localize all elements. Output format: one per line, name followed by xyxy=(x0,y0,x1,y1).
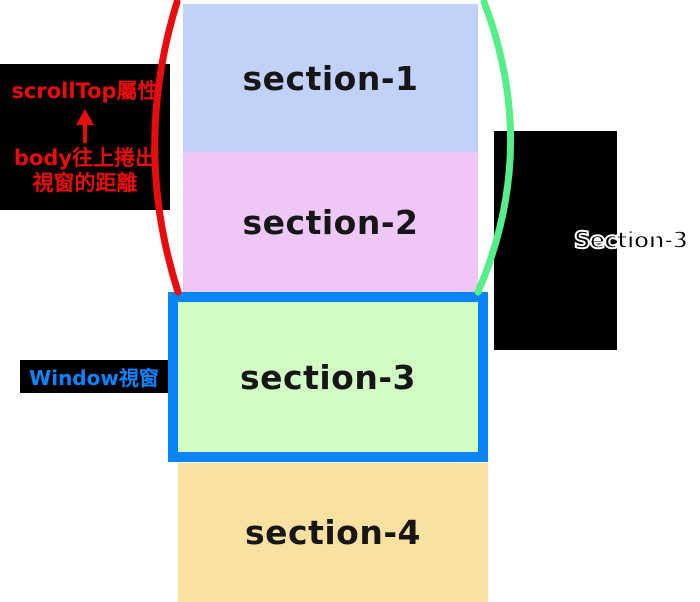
section-3-label: section-3 xyxy=(240,357,416,397)
scrolltop-callout-line1: scrollTop屬性 xyxy=(11,79,159,103)
scrolltop-callout: scrollTop屬性 body往上捲出 視窗的距離 xyxy=(0,64,170,210)
section-2-block: section-2 xyxy=(183,152,478,292)
scrolltop-callout-line2: body往上捲出 xyxy=(13,146,157,170)
scrolltop-callout-line3: 視窗的距離 xyxy=(32,171,138,195)
window-viewport-box: section-3 xyxy=(168,292,488,462)
right-annotation-label: Section-3 xyxy=(573,227,689,255)
section-1-block: section-1 xyxy=(183,4,478,152)
section-3-block: section-3 xyxy=(178,302,478,452)
section-4-label: section-4 xyxy=(245,513,421,552)
window-viewport-label: Window視窗 xyxy=(20,360,168,393)
section-4-block: section-4 xyxy=(178,463,488,602)
up-arrow-icon xyxy=(76,109,94,143)
section-1-label: section-1 xyxy=(242,58,419,98)
window-viewport-label-text: Window視窗 xyxy=(29,366,159,390)
section-2-label: section-2 xyxy=(242,202,419,242)
right-annotation-box xyxy=(494,131,617,350)
